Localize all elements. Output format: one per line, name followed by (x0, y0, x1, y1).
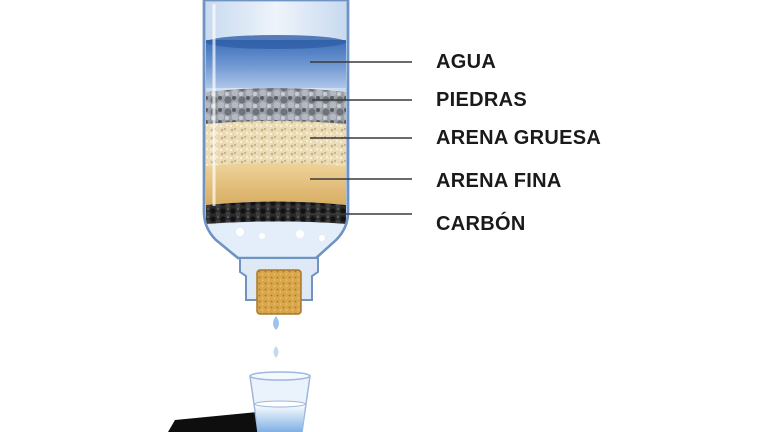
label-arena-gruesa: ARENA GRUESA (436, 127, 602, 149)
label-carbon: CARBÓN (436, 213, 526, 235)
label-arena-fina: ARENA FINA (436, 170, 562, 192)
charcoal-layer (206, 201, 346, 224)
leader-lines (310, 61, 412, 215)
label-piedras: PIEDRAS (436, 89, 528, 111)
stones-layer (206, 88, 346, 124)
cork-plug (256, 269, 302, 315)
cup-water (255, 404, 305, 432)
fine-sand-layer (206, 163, 346, 205)
label-agua: AGUA (436, 51, 497, 73)
filtered-water-neck (206, 221, 346, 258)
coarse-sand-layer (206, 121, 346, 168)
cup-shadow (168, 412, 262, 432)
water-drip (273, 316, 279, 330)
